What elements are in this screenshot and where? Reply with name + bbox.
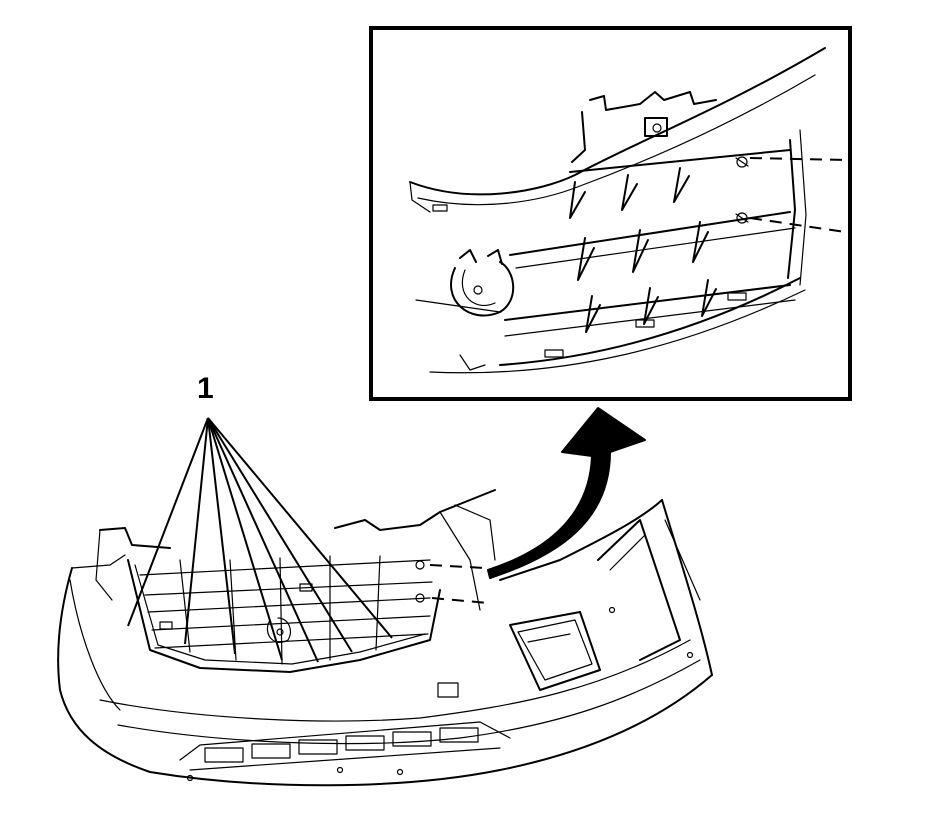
callout-1: 1 [127, 372, 393, 663]
callout-leader-line [207, 417, 353, 653]
callout-leader-line [127, 417, 209, 627]
bumper-fascia [57, 499, 713, 787]
callout-leader-line [207, 417, 319, 663]
callout-leader-line [207, 417, 236, 655]
callout-label: 1 [197, 372, 214, 405]
callout-leader-line [184, 417, 209, 645]
callout-leader-line [207, 417, 393, 639]
detail-inset [369, 26, 852, 401]
direction-arrow [487, 407, 646, 579]
inset-grille-detail [409, 47, 846, 374]
callout-leader-line [207, 417, 283, 661]
inset-frame [369, 26, 852, 401]
grille-assembly [95, 489, 496, 673]
callout-leaders [127, 417, 393, 663]
